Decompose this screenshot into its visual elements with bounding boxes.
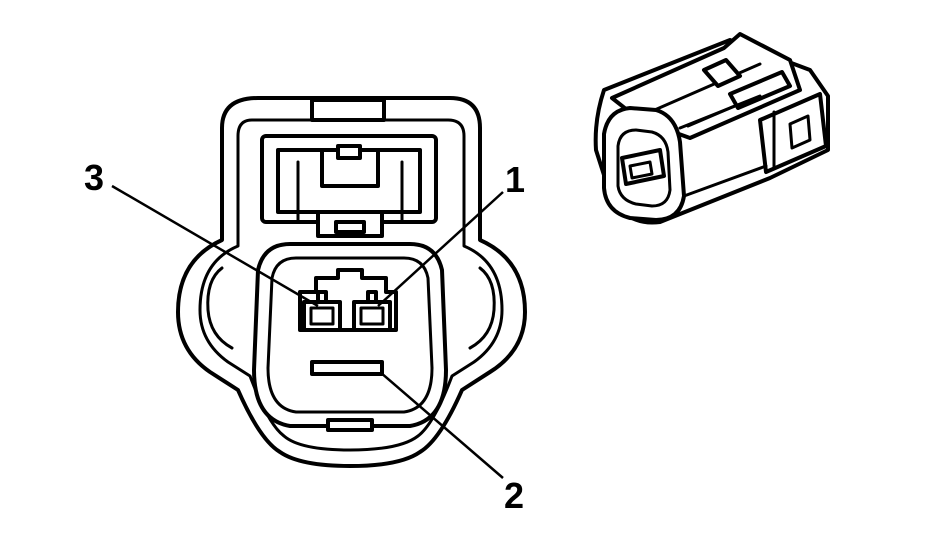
top-tab [310,98,386,122]
left-ear [206,266,234,350]
pin-2-slot [310,360,384,376]
leader-pin-1 [377,191,504,307]
leader-pin-3 [111,184,319,308]
inner-rim [198,118,504,452]
callout-pin-3: 3 [84,157,104,198]
terminal-cavity-inner [266,256,434,414]
pin-block [298,268,398,332]
cavity-bottom-tab [326,418,374,432]
pin-1-socket [352,300,392,332]
right-ear [468,266,496,350]
terminal-cavity [252,242,448,428]
callout-pin-1: 1 [505,159,525,200]
connector-face-view [176,96,527,468]
pin-3-socket [302,300,342,332]
leader-pin-2 [379,371,504,479]
callout-leaders [111,184,504,479]
connector-isometric-view [593,32,830,225]
locking-latch [260,134,438,238]
callout-pin-2: 2 [504,475,524,516]
